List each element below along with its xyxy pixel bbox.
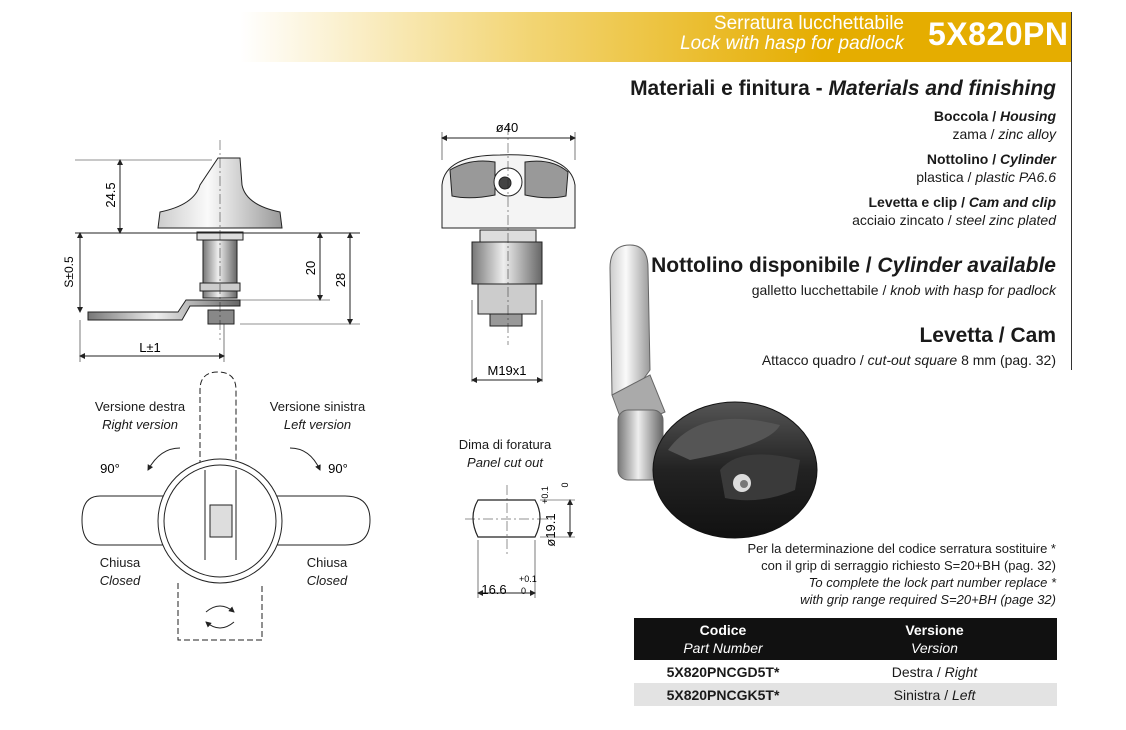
cutout-en: Panel cut out (467, 455, 543, 470)
cam-text-en: cut-out square (867, 352, 958, 368)
dim-l: L±1 (139, 340, 161, 355)
side-view-drawing (75, 140, 360, 362)
title-italian: Serratura lucchettabile (713, 13, 904, 34)
right-version-label: Versione destra Right version (80, 398, 200, 434)
header-title: Serratura lucchettabile Lock with hasp f… (680, 14, 904, 54)
cam-label-it: Levetta e clip / (868, 194, 965, 210)
dim-20: 20 (303, 261, 318, 275)
right-version-en: Right version (102, 417, 178, 432)
cam-text-it: Attacco quadro / (761, 352, 864, 368)
table-row: 5X820PNCGD5T* Destra / Right (634, 660, 1057, 683)
col-version-en: Version (911, 640, 958, 656)
col-code-en: Part Number (683, 640, 763, 656)
housing-label-en: Housing (1000, 108, 1056, 124)
closed-left-label: Chiusa Closed (85, 554, 155, 590)
dim-24-5: 24.5 (103, 182, 118, 207)
cam-section: Levetta / Cam Attacco quadro / cut-out s… (762, 324, 1056, 368)
panel-cutout-drawing (465, 485, 575, 598)
dim-diameter-19-1: ø19.1 (543, 513, 558, 546)
row-version: Sinistra / Left (812, 683, 1057, 706)
row-code: 5X820PNCGK5T* (634, 683, 812, 706)
materials-heading: Materiali e finitura - Materials and fin… (630, 77, 1056, 101)
angle-left: 90° (100, 461, 120, 476)
row-version-it: Sinistra / (893, 686, 949, 703)
note-line-2: con il grip di serraggio richiesto S=20+… (761, 558, 1056, 573)
cam-label-en: Cam and clip (968, 194, 1056, 210)
tol-16-6-lo: 0 (521, 586, 526, 596)
housing-label-it: Boccola / (933, 108, 997, 124)
cylinder-label-en: Cylinder (999, 151, 1056, 167)
front-view-drawing (441, 125, 576, 383)
cylinder-section: Nottolino disponibile / Cylinder availab… (651, 254, 1056, 298)
product-code: 5X820PN (928, 16, 1069, 52)
product-photo (609, 244, 818, 539)
left-version-label: Versione sinistra Left version (255, 398, 380, 434)
dim-28: 28 (333, 273, 348, 287)
cam-heading: Levetta / Cam (919, 324, 1056, 347)
table-row: 5X820PNCGK5T* Sinistra / Left (634, 683, 1057, 706)
right-rule (1071, 12, 1072, 370)
materials-list: Boccola / Housing zama / zinc alloy Nott… (852, 107, 1056, 229)
cylinder-heading-it: Nottolino disponibile / (651, 254, 872, 277)
closed-left-en: Closed (99, 573, 141, 588)
right-version-it: Versione destra (94, 399, 186, 414)
note-line-3: To complete the lock part number replace… (808, 575, 1056, 590)
part-number-note: Per la determinazione del codice serratu… (747, 540, 1056, 608)
dim-s: S±0.5 (62, 256, 76, 288)
cam-value-it: acciaio zincato / (852, 212, 952, 228)
note-line-1: Per la determinazione del codice serratu… (747, 541, 1056, 556)
cylinder-label-it: Nottolino / (926, 151, 997, 167)
rotation-view-drawing (81, 371, 371, 641)
dim-m19: M19x1 (487, 363, 526, 378)
closed-left-it: Chiusa (99, 555, 141, 570)
title-english: Lock with hasp for padlock (680, 33, 904, 54)
cam-text-tail: 8 mm (pag. 32) (961, 352, 1056, 368)
tol-16-6-up: +0.1 (519, 574, 537, 584)
left-version-it: Versione sinistra (269, 399, 366, 414)
cylinder-value-en: plastic PA6.6 (975, 169, 1056, 185)
row-version-en: Right (944, 663, 978, 680)
cylinder-text-it: galletto lucchettabile / (751, 282, 887, 298)
tol-19-1-up: +0.1 (540, 486, 550, 504)
housing-value-it: zama / (952, 126, 995, 142)
col-code-it: Codice (699, 622, 747, 638)
cylinder-heading-en: Cylinder available (877, 254, 1056, 277)
housing-value-en: zinc alloy (998, 126, 1056, 142)
materials-heading-it: Materiali e finitura - (630, 77, 823, 100)
closed-right-label: Chiusa Closed (292, 554, 362, 590)
row-version-it: Destra / (891, 663, 941, 680)
row-version-en: Left (952, 686, 976, 703)
closed-right-it: Chiusa (306, 555, 348, 570)
left-version-en: Left version (283, 417, 352, 432)
dim-16-6: 16.6 (481, 582, 506, 597)
cylinder-value-it: plastica / (916, 169, 972, 185)
note-line-4: with grip range required S=20+BH (page 3… (800, 592, 1056, 607)
cutout-it: Dima di foratura (458, 437, 552, 452)
materials-heading-en: Materials and finishing (828, 77, 1056, 100)
cam-value-en: steel zinc plated (955, 212, 1056, 228)
tol-19-1-lo: 0 (560, 482, 570, 487)
cutout-label: Dima di foratura Panel cut out (440, 436, 570, 472)
cylinder-text-en: knob with hasp for padlock (890, 282, 1056, 298)
closed-right-en: Closed (306, 573, 348, 588)
col-version-it: Versione (905, 622, 964, 638)
angle-right: 90° (328, 461, 348, 476)
dim-diameter-40: ø40 (496, 120, 518, 135)
row-version: Destra / Right (812, 660, 1057, 683)
row-code: 5X820PNCGD5T* (666, 663, 780, 680)
header-band (240, 12, 1071, 62)
